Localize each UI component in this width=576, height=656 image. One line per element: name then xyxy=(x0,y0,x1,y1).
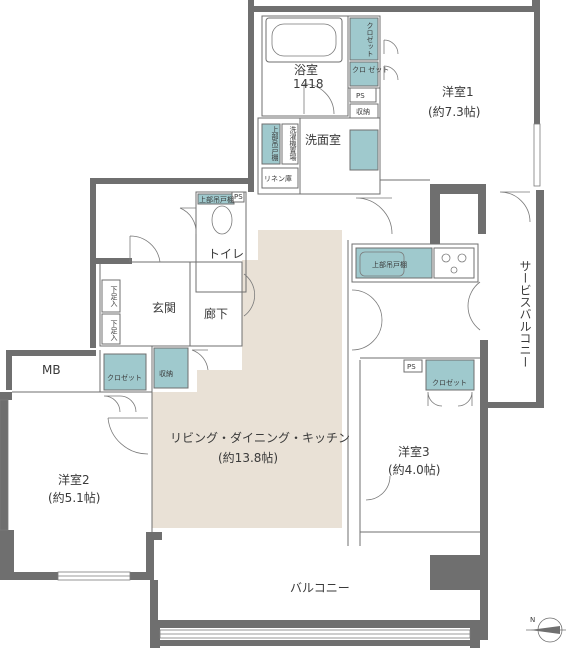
outer-walls xyxy=(0,0,544,648)
compass-icon: N xyxy=(526,616,566,643)
upper-storage-washroom-label: 上部吊戸棚 xyxy=(271,125,279,162)
bedroom1-size: (約7.3帖) xyxy=(428,104,480,119)
ps-bedroom3-label: PS xyxy=(407,363,416,371)
shoe2-label: 下足入 xyxy=(110,320,118,341)
bedroom2-size: (約5.1帖) xyxy=(48,490,100,505)
windows xyxy=(0,123,541,639)
storage-hall-label: 収納 xyxy=(159,369,173,378)
ps-toilet-label: PS xyxy=(234,193,243,201)
hallway-label: 廊下 xyxy=(204,306,228,321)
bedroom1-name: 洋室1 xyxy=(442,84,474,99)
kitchen-upper-storage xyxy=(355,247,433,279)
bathtub xyxy=(265,17,343,63)
ldk-floor xyxy=(152,230,342,528)
entrance-label: 玄関 xyxy=(152,300,176,315)
closet-bath-lower-label: クロ ゼット xyxy=(352,65,389,74)
bedroom3-size: (約4.0帖) xyxy=(388,462,440,477)
stove xyxy=(433,247,475,279)
bath-size: 1418 xyxy=(293,77,324,91)
toilet-cabinet-label: 上部吊戸棚 xyxy=(199,195,234,204)
closet-bedroom3-label: クロゼット xyxy=(432,378,467,387)
closet-bath-upper-label: クロゼット xyxy=(366,22,374,57)
ps-bath-label: PS xyxy=(356,92,365,100)
washroom-label: 洗面室 xyxy=(305,132,341,147)
ldk-name: リビング・ダイニング・キッチン xyxy=(170,430,350,445)
bedroom2-name: 洋室2 xyxy=(58,472,90,487)
storage-hall xyxy=(153,347,189,389)
service-balcony-label: サービスバルコニー xyxy=(518,260,532,368)
closet-bath-lower xyxy=(349,61,379,87)
compass-north: N xyxy=(530,616,535,624)
laundry-label: 洗濯機置場 xyxy=(289,125,297,162)
mb-label: MB xyxy=(42,363,61,377)
toilet-bowl xyxy=(211,205,233,235)
linen-label: リネン庫 xyxy=(264,174,292,183)
closet-bedroom3 xyxy=(425,359,475,391)
storage-bath-label: 収納 xyxy=(356,107,370,116)
toilet-label: トイレ xyxy=(208,247,244,261)
doors xyxy=(103,39,531,501)
bedroom3-name: 洋室3 xyxy=(398,444,430,459)
kitchen-upper-label: 上部吊戸棚 xyxy=(372,260,407,269)
shoe1-label: 下足入 xyxy=(110,286,118,307)
upper-storage-washroom xyxy=(261,123,281,165)
closet-bedroom2 xyxy=(103,353,147,391)
ldk-size: (約13.8帖) xyxy=(218,450,278,465)
closet-bath-upper xyxy=(349,17,379,61)
closet-bedroom2-label: クロゼット xyxy=(107,373,142,382)
bath-name: 浴室 xyxy=(294,62,318,77)
balcony-label: バルコニー xyxy=(290,581,350,595)
